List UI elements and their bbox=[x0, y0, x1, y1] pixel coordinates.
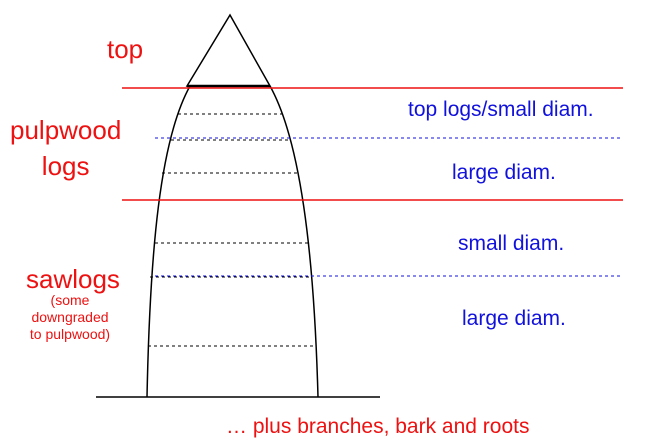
crown-cone bbox=[185, 13, 272, 87]
label-top: top bbox=[107, 34, 144, 64]
footer-note: … plus branches, bark and roots bbox=[226, 415, 530, 438]
trunk-left-outline bbox=[146, 85, 191, 398]
label-sawlogs: sawlogs bbox=[26, 264, 120, 294]
label-pulpwood-large-diam: large diam. bbox=[452, 161, 556, 184]
label-top-logs-small-diam: top logs/small diam. bbox=[408, 98, 594, 121]
trunk-right-outline bbox=[269, 85, 319, 398]
label-pulpwood-logs: pulpwood logs bbox=[10, 115, 122, 181]
label-sawlogs-note: (some downgraded to pulpwood) bbox=[29, 292, 111, 342]
label-sawlog-small-diam: small diam. bbox=[458, 232, 565, 255]
label-sawlog-large-diam: large diam. bbox=[462, 307, 566, 330]
